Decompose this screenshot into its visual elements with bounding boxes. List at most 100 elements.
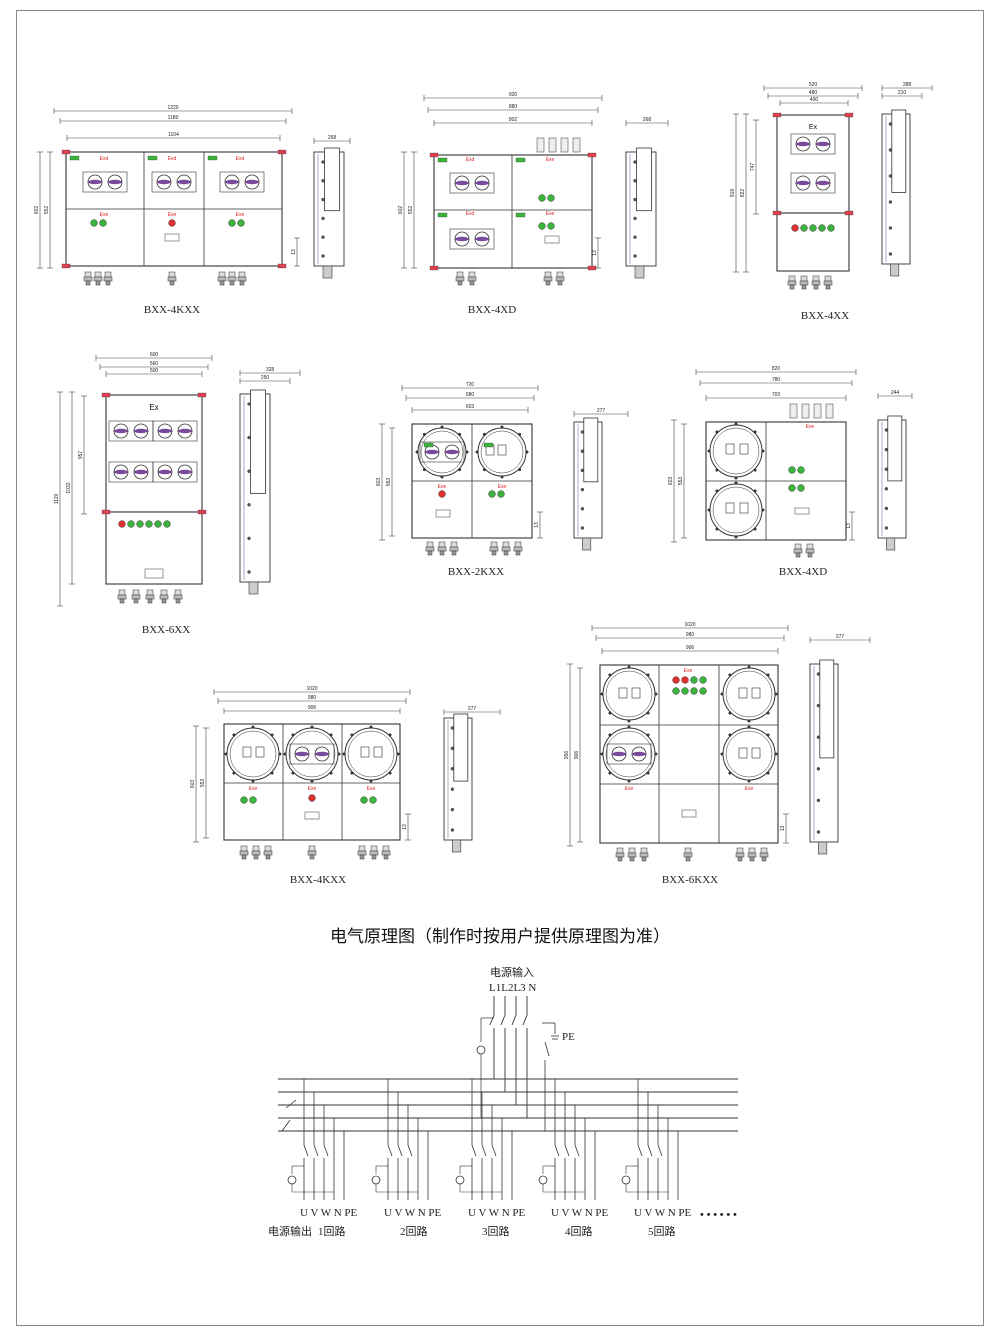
cover-bolt xyxy=(774,752,778,756)
cover-bolt xyxy=(251,779,255,783)
mounting-bolt xyxy=(587,265,597,271)
knob-handle xyxy=(455,180,469,186)
panel-marking: Exd xyxy=(168,156,177,162)
knob-handle xyxy=(178,469,192,475)
cover-bolt xyxy=(747,719,751,723)
circuit-label-4: 4回路 xyxy=(565,1226,593,1238)
model-label-bxx-4kxx-2: BXX-4KXX xyxy=(289,874,347,886)
round-cover-inner xyxy=(229,730,277,778)
cable-gland xyxy=(94,271,102,278)
cable-gland-nut xyxy=(823,280,833,286)
cover-bolt xyxy=(627,779,631,783)
cable-gland xyxy=(800,275,808,282)
indicator-light xyxy=(90,219,98,227)
cable-gland xyxy=(168,271,176,278)
dimension-value: 906 xyxy=(308,705,317,711)
dimension-value: 13 xyxy=(402,824,408,830)
cable-gland-tip xyxy=(119,598,125,604)
pe-switch xyxy=(544,1041,550,1057)
switch-plate xyxy=(82,171,128,193)
dimension-value: 600 xyxy=(150,352,159,358)
cover-bolt xyxy=(465,450,469,454)
indicator-light xyxy=(547,194,555,202)
side-bolt xyxy=(450,767,455,771)
mounting-bolt xyxy=(277,263,287,269)
side-bolt xyxy=(633,179,637,183)
mounting-bolt xyxy=(61,263,71,269)
cover-bolt xyxy=(396,752,400,756)
mounting-bolt xyxy=(101,392,111,398)
input-breaker xyxy=(511,1014,517,1026)
side-bolt xyxy=(580,449,585,453)
panel-marking: Ex xyxy=(149,403,158,412)
cover-bolt xyxy=(270,771,274,775)
cable-gland-tip xyxy=(685,856,691,862)
cable-gland xyxy=(252,845,260,852)
cable-gland-nut xyxy=(735,852,745,858)
cable-gland xyxy=(628,847,636,854)
side-view-cover xyxy=(887,415,903,482)
cover-bolt xyxy=(734,481,738,485)
cable-gland-tip xyxy=(801,284,807,290)
cable-gland-nut xyxy=(217,276,227,282)
schematic-input-phases: L1L2L3 N xyxy=(489,982,537,994)
cover-bolt xyxy=(608,711,612,715)
circuit-breaker xyxy=(574,1144,580,1157)
side-bolt xyxy=(450,726,455,730)
switch-plate xyxy=(151,171,197,193)
indicator-light xyxy=(118,520,126,528)
input-breaker xyxy=(500,1014,506,1026)
cable-gland-tip xyxy=(133,598,139,604)
dimension-value: 288 xyxy=(903,82,912,88)
side-bolt xyxy=(888,252,893,256)
circuit-breaker xyxy=(303,1144,309,1157)
cover-bolt xyxy=(232,771,236,775)
cover-bolt xyxy=(707,508,711,512)
side-view-gland xyxy=(818,841,828,855)
dimension-value: 820 xyxy=(772,366,781,372)
mounting-bolt xyxy=(197,509,207,515)
cable-gland xyxy=(788,275,796,282)
indicator-light xyxy=(488,490,496,498)
side-bolt xyxy=(321,179,325,183)
dimension-value: 1020 xyxy=(684,622,695,628)
cable-gland xyxy=(824,275,832,282)
cable-gland xyxy=(370,845,378,852)
cover-bolt xyxy=(753,527,757,531)
side-bolt xyxy=(580,468,585,473)
cable-gland-nut xyxy=(799,280,809,286)
cable-gland xyxy=(358,845,366,852)
cable-gland-nut xyxy=(513,546,523,552)
cable-gland-tip xyxy=(503,550,509,556)
side-view-cover xyxy=(891,109,907,193)
cable-gland xyxy=(426,541,434,548)
dimension-value: 560 xyxy=(150,361,159,367)
cable-gland xyxy=(748,847,756,854)
cover-bolt xyxy=(500,425,504,429)
cable-gland-tip xyxy=(265,854,271,860)
dimension-value: 920 xyxy=(509,92,518,98)
panel-marking: Ex xyxy=(809,124,818,131)
side-bolt xyxy=(888,174,893,178)
dimension-value: 553 xyxy=(386,478,392,487)
cable-gland-tip xyxy=(825,284,831,290)
brand-tag xyxy=(437,212,448,218)
side-bolt xyxy=(321,160,325,164)
knob-handle xyxy=(134,428,148,434)
switch-plate xyxy=(152,420,198,442)
side-bolt xyxy=(816,798,821,803)
dimension-value: 747 xyxy=(750,163,756,172)
selector-switch xyxy=(373,746,383,758)
brand-tag xyxy=(207,155,218,161)
dimension-value: 720 xyxy=(466,382,475,388)
dimension-value: 1220 xyxy=(167,105,178,111)
cable-gland xyxy=(238,271,246,278)
indicator-light xyxy=(538,194,546,202)
indicator-light xyxy=(797,484,805,492)
cable-gland xyxy=(812,275,820,282)
top-gland xyxy=(825,403,834,419)
cable-gland xyxy=(794,543,802,550)
cable-gland-tip xyxy=(309,854,315,860)
